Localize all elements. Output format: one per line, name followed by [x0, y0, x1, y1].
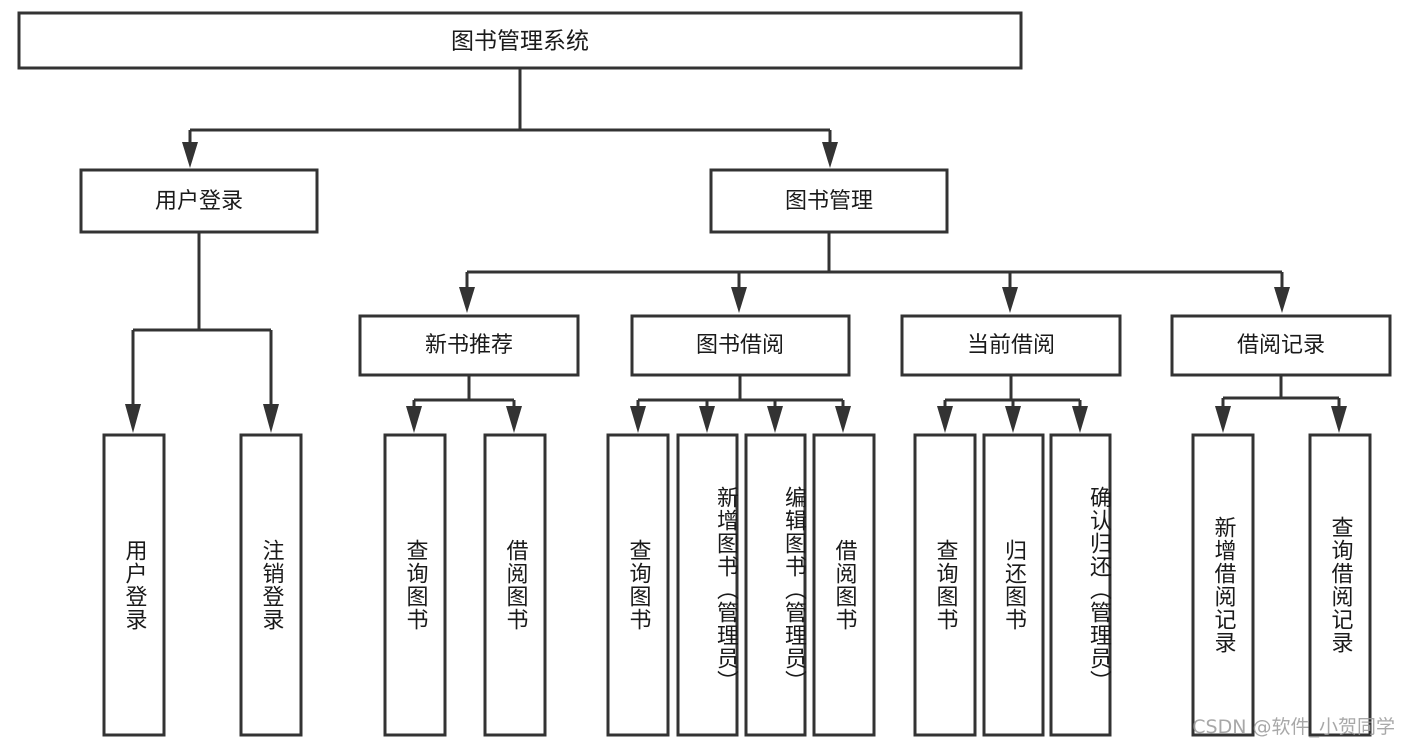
node-box-new-book-recommend[interactable]: [358, 314, 580, 377]
connector-group-userlogin: [125, 233, 279, 433]
arrow-head-borrow-c4: [835, 406, 851, 433]
arrow-head-current-c1: [937, 406, 953, 433]
node-box-leaf-add-record[interactable]: [1191, 433, 1255, 737]
node-label-new-book-recommend: 新书推荐: [425, 333, 513, 358]
node-box-current-borrow[interactable]: [900, 314, 1122, 377]
node-box-book-management[interactable]: [709, 168, 949, 234]
connector-group-record-children: [1215, 376, 1347, 433]
node-box-leaf-borrow-book-1[interactable]: [483, 433, 547, 737]
connector-group-current-children: [937, 376, 1088, 433]
node-box-leaf-return-book[interactable]: [982, 433, 1045, 737]
node-box-borrow-record[interactable]: [1170, 314, 1392, 377]
arrow-head-logout-leaf: [263, 404, 279, 433]
node-box-leaf-query-record[interactable]: [1308, 433, 1372, 737]
node-label-borrow-record: 借阅记录: [1237, 333, 1325, 358]
node-box-leaf-borrow-book-2[interactable]: [812, 433, 876, 737]
arrow-head-borrow: [731, 287, 747, 313]
arrow-head-current-c3: [1072, 406, 1088, 433]
connector-group-bookmgmt: [459, 233, 1290, 313]
node-label-root: 图书管理系统: [451, 29, 589, 55]
arrow-head-newbook-c2: [506, 406, 522, 433]
arrow-head-borrow-c2: [699, 406, 715, 433]
node-box-book-borrow[interactable]: [630, 314, 851, 377]
arrow-head-bookmgmt: [822, 142, 838, 168]
node-label-book-borrow: 图书借阅: [696, 333, 784, 358]
arrow-head-newbook-c1: [406, 406, 422, 433]
node-box-leaf-add-book[interactable]: [676, 433, 739, 737]
arrow-head-borrow-c3: [767, 406, 783, 433]
node-label-book-management: 图书管理: [785, 189, 873, 214]
connector-group-borrow-children: [630, 376, 851, 433]
arrow-head-record-c1: [1215, 406, 1231, 433]
node-box-user-login[interactable]: [79, 168, 319, 234]
watermark-text: CSDN @软件_小贺同学: [1192, 716, 1395, 738]
arrow-head-current-c2: [1005, 406, 1021, 433]
node-box-leaf-user-login[interactable]: [102, 433, 166, 737]
connector-group-newbook-children: [406, 376, 522, 433]
connector-group-root: [182, 68, 838, 168]
arrow-head-borrow-c1: [630, 406, 646, 433]
node-box-leaf-query-book-3[interactable]: [913, 433, 977, 737]
arrow-head-newbook: [459, 287, 475, 313]
node-box-root[interactable]: [17, 11, 1023, 70]
arrow-head-record-c2: [1331, 406, 1347, 433]
node-label-user-login: 用户登录: [155, 189, 243, 214]
node-box-leaf-query-book-2[interactable]: [606, 433, 670, 737]
node-box-leaf-edit-book[interactable]: [744, 433, 807, 737]
node-label-current-borrow: 当前借阅: [967, 333, 1055, 358]
arrow-head-userlogin: [182, 142, 198, 168]
node-box-leaf-confirm-return[interactable]: [1049, 433, 1112, 737]
arrow-head-current: [1002, 287, 1018, 313]
node-box-leaf-logout[interactable]: [239, 433, 303, 737]
arrow-head-user-login-leaf: [125, 404, 141, 433]
node-box-leaf-query-book-1[interactable]: [383, 433, 447, 737]
arrow-head-record: [1274, 287, 1290, 313]
